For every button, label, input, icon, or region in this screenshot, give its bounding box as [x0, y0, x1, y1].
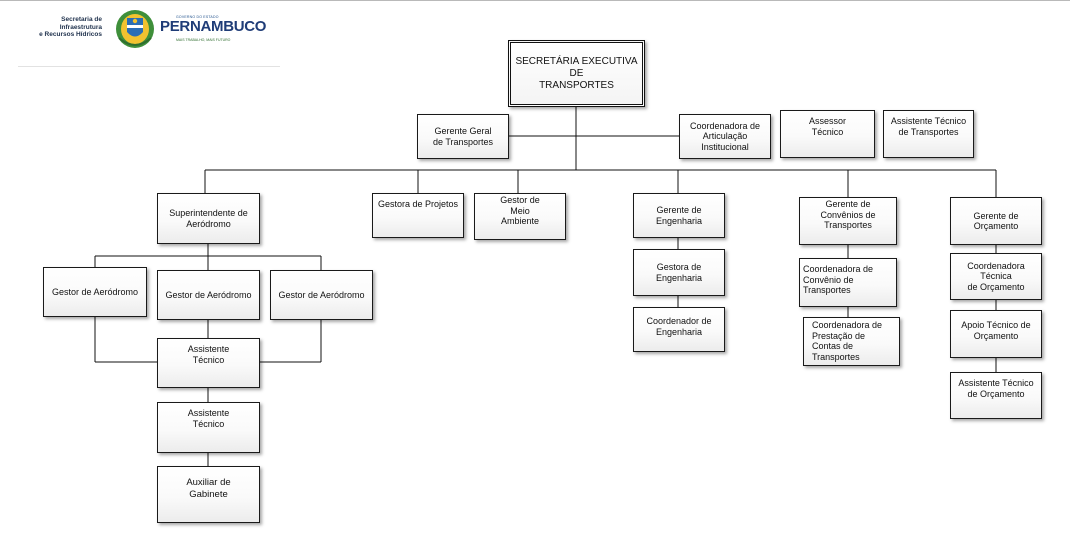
apoio-tecnico-orcamento-box: Apoio Técnico de Orçamento	[950, 310, 1042, 358]
coordenadora-prestacao-contas-box: Coordenadora de Prestação de Contas de T…	[803, 317, 900, 366]
gestora-projetos-box: Gestora de Projetos	[372, 193, 464, 238]
slogan-text: MAIS TRABALHO, MAIS FUTURO	[176, 38, 231, 42]
gestor-meio-ambiente-box: Gestor de Meio Ambiente	[474, 193, 566, 240]
pernambuco-wordmark: PERNAMBUCO	[160, 18, 267, 35]
gestor-aerodromo-box-3: Gestor de Aeródromo	[270, 270, 373, 320]
pernambuco-coat-of-arms-icon	[116, 10, 154, 48]
assessor-tecnico-box: Assessor Técnico	[780, 110, 875, 158]
secretaria-line-3: e Recursos Hídricos	[39, 31, 102, 38]
superintendente-aerodromo-box: Superintendente de Aeródromo	[157, 193, 260, 244]
secretaria-line-1: Secretaria de	[61, 16, 102, 23]
auxiliar-gabinete-box: Auxiliar de Gabinete	[157, 466, 260, 523]
coordenadora-convenio-box: Coordenadora de Convênio de Transportes	[799, 258, 897, 307]
assistente-tecnico-box-2: Assistente Técnico	[157, 402, 260, 453]
secretaria-line-2: Infraestrutura	[59, 23, 102, 31]
header-separator	[18, 66, 280, 67]
gestora-engenharia-box: Gestora de Engenharia	[633, 249, 725, 296]
gerente-engenharia-box: Gerente de Engenharia	[633, 193, 725, 238]
assistente-tecnico-transportes-box: Assistente Técnico de Transportes	[883, 110, 974, 158]
secretaria-logo-text: Secretaria de Infraestrutura e Recursos …	[30, 16, 102, 39]
gerente-orcamento-box: Gerente de Orçamento	[950, 197, 1042, 245]
gestor-aerodromo-box-2: Gestor de Aeródromo	[157, 270, 260, 320]
assistente-tecnico-box-1: Assistente Técnico	[157, 338, 260, 388]
coordenadora-articulacao-box: Coordenadora de Articulação Instituciona…	[679, 114, 771, 159]
gerente-geral-box: Gerente Geral de Transportes	[417, 114, 509, 159]
coordenadora-tecnica-orcamento-box: Coordenadora Técnica de Orçamento	[950, 253, 1042, 300]
secretaria-executiva-box: SECRETÁRIA EXECUTIVA DE TRANSPORTES	[508, 40, 645, 107]
gestor-aerodromo-box-1: Gestor de Aeródromo	[43, 267, 147, 317]
assistente-tecnico-orcamento-box: Assistente Técnico de Orçamento	[950, 372, 1042, 419]
gerente-convenios-box: Gerente de Convênios de Transportes	[799, 197, 897, 245]
governo-do-estado-text: GOVERNO DO ESTADO	[176, 15, 219, 19]
top-border-line	[0, 0, 1070, 1]
coordenador-engenharia-box: Coordenador de Engenharia	[633, 307, 725, 352]
